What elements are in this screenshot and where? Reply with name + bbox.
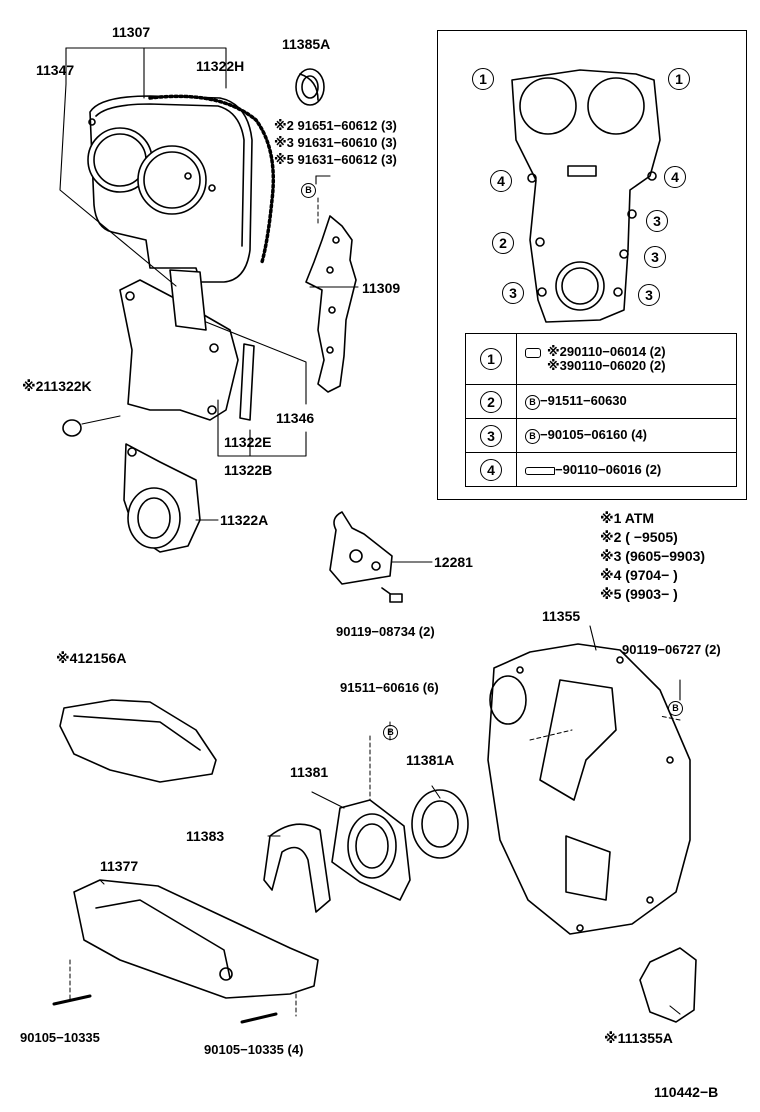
table-row: 1 ※290110−06014 (2) ※390110−06020 (2) bbox=[465, 333, 737, 385]
row-1-part-b: ※390110−06020 (2) bbox=[547, 358, 666, 373]
table-row: 4 −90110−06016 (2) bbox=[465, 452, 737, 487]
marker-2: 2 bbox=[492, 232, 514, 254]
label-11377: 11377 bbox=[100, 858, 139, 874]
label-90105-10335: 90105−10335 bbox=[20, 1030, 100, 1045]
label-11355a: ※111355A bbox=[604, 1030, 673, 1046]
leader-lines bbox=[59, 47, 681, 1015]
note-1: ※1 ATM bbox=[600, 510, 655, 526]
b-callout-retainer: B bbox=[383, 724, 398, 742]
label-11307: 11307 bbox=[112, 24, 151, 40]
end-plate-cover bbox=[639, 947, 697, 1023]
label-11322e: 11322E bbox=[224, 434, 272, 450]
label-11385a: 11385A bbox=[282, 36, 331, 52]
stiffener-bolt-2 bbox=[240, 1012, 278, 1024]
engine-under-cover bbox=[59, 699, 217, 783]
table-row: 2 B−91511−60630 bbox=[465, 384, 737, 419]
row-1-part-a: ※290110−06014 (2) bbox=[547, 344, 666, 359]
label-11381a: 11381A bbox=[406, 752, 455, 768]
fastener-legend-table: 1 ※290110−06014 (2) ※390110−06020 (2) 2 … bbox=[465, 333, 737, 487]
label-90119-06727: 90119−06727 (2) bbox=[622, 642, 721, 657]
marker-1-left: 1 bbox=[472, 68, 494, 90]
marker-3-d: 3 bbox=[638, 284, 660, 306]
label-11322a: 11322A bbox=[220, 512, 269, 528]
stiffener-bolt bbox=[52, 994, 92, 1006]
label-11347: 11347 bbox=[36, 62, 75, 78]
marker-1-right: 1 bbox=[668, 68, 690, 90]
engine-rear-end-plate bbox=[487, 643, 691, 935]
label-bolt-91631-60612: ※5 91631−60612 (3) bbox=[274, 152, 397, 167]
retainer-gasket bbox=[263, 823, 331, 913]
row-3-part: −90105−06160 (4) bbox=[540, 427, 647, 443]
timing-belt-cover-upper bbox=[87, 95, 253, 283]
marker-4-left: 4 bbox=[490, 170, 512, 192]
row-marker: 1 bbox=[480, 348, 502, 370]
engine-mount-bracket bbox=[329, 511, 393, 585]
b-callout-top: B bbox=[301, 182, 316, 200]
label-91511-60616: 91511−60616 (6) bbox=[340, 680, 439, 695]
row-marker: 2 bbox=[480, 390, 502, 413]
diagram-code: 110442−B bbox=[654, 1084, 719, 1100]
bolt-icon bbox=[525, 466, 555, 475]
label-11355: 11355 bbox=[542, 608, 581, 624]
note-4: ※4 (9704− ) bbox=[600, 567, 678, 583]
label-bolt-91651-60612: ※2 91651−60612 (3) bbox=[274, 118, 397, 133]
note-2: ※2 ( −9505) bbox=[600, 529, 678, 545]
label-11383: 11383 bbox=[186, 828, 225, 844]
rear-oil-seal-retainer bbox=[331, 799, 411, 901]
row-marker: 4 bbox=[480, 458, 502, 481]
screw-icon bbox=[525, 347, 541, 358]
label-bolt-91631-60610: ※3 91631−60610 (3) bbox=[274, 135, 397, 150]
b-callout-end-plate: B bbox=[668, 700, 683, 718]
label-11322k: ※211322K bbox=[22, 378, 92, 394]
dashed-guides bbox=[69, 197, 681, 1017]
label-90105-10335-4: 90105−10335 (4) bbox=[204, 1042, 304, 1057]
bracket-bolt bbox=[381, 587, 403, 603]
timing-belt-cover-lower bbox=[119, 269, 239, 421]
label-12281: 12281 bbox=[434, 554, 473, 570]
label-90119-08734: 90119−08734 (2) bbox=[336, 624, 435, 639]
cover-plate bbox=[305, 215, 357, 393]
rear-oil-seal bbox=[411, 789, 469, 859]
grommet bbox=[62, 419, 82, 437]
label-11309: 11309 bbox=[362, 280, 401, 296]
lower-cover-gasket bbox=[239, 343, 255, 421]
label-11322h: 11322H bbox=[196, 58, 245, 74]
marker-3-c: 3 bbox=[502, 282, 524, 304]
panel-engine-plate bbox=[511, 69, 661, 323]
label-11381: 11381 bbox=[290, 764, 329, 780]
timing-cover-seal-plate bbox=[123, 443, 201, 553]
note-3: ※3 (9605−9903) bbox=[600, 548, 706, 564]
label-11322b: 11322B bbox=[224, 462, 273, 478]
note-5: ※5 (9903− ) bbox=[600, 586, 678, 602]
marker-3-a: 3 bbox=[646, 210, 668, 232]
b-callout-icon: B bbox=[525, 428, 540, 444]
inset-panel bbox=[437, 30, 747, 500]
marker-4-right: 4 bbox=[664, 166, 686, 188]
row-4-part: −90110−06016 (2) bbox=[555, 462, 662, 477]
stiffener-plate bbox=[73, 879, 319, 999]
b-callout-icon: B bbox=[525, 394, 540, 410]
label-12156a: ※412156A bbox=[56, 650, 127, 666]
label-11346: 11346 bbox=[276, 410, 315, 426]
row-2-part: −91511−60630 bbox=[540, 393, 627, 409]
row-marker: 3 bbox=[480, 424, 502, 447]
marker-3-b: 3 bbox=[644, 246, 666, 268]
oil-seal bbox=[295, 68, 325, 106]
table-row: 3 B−90105−06160 (4) bbox=[465, 418, 737, 453]
